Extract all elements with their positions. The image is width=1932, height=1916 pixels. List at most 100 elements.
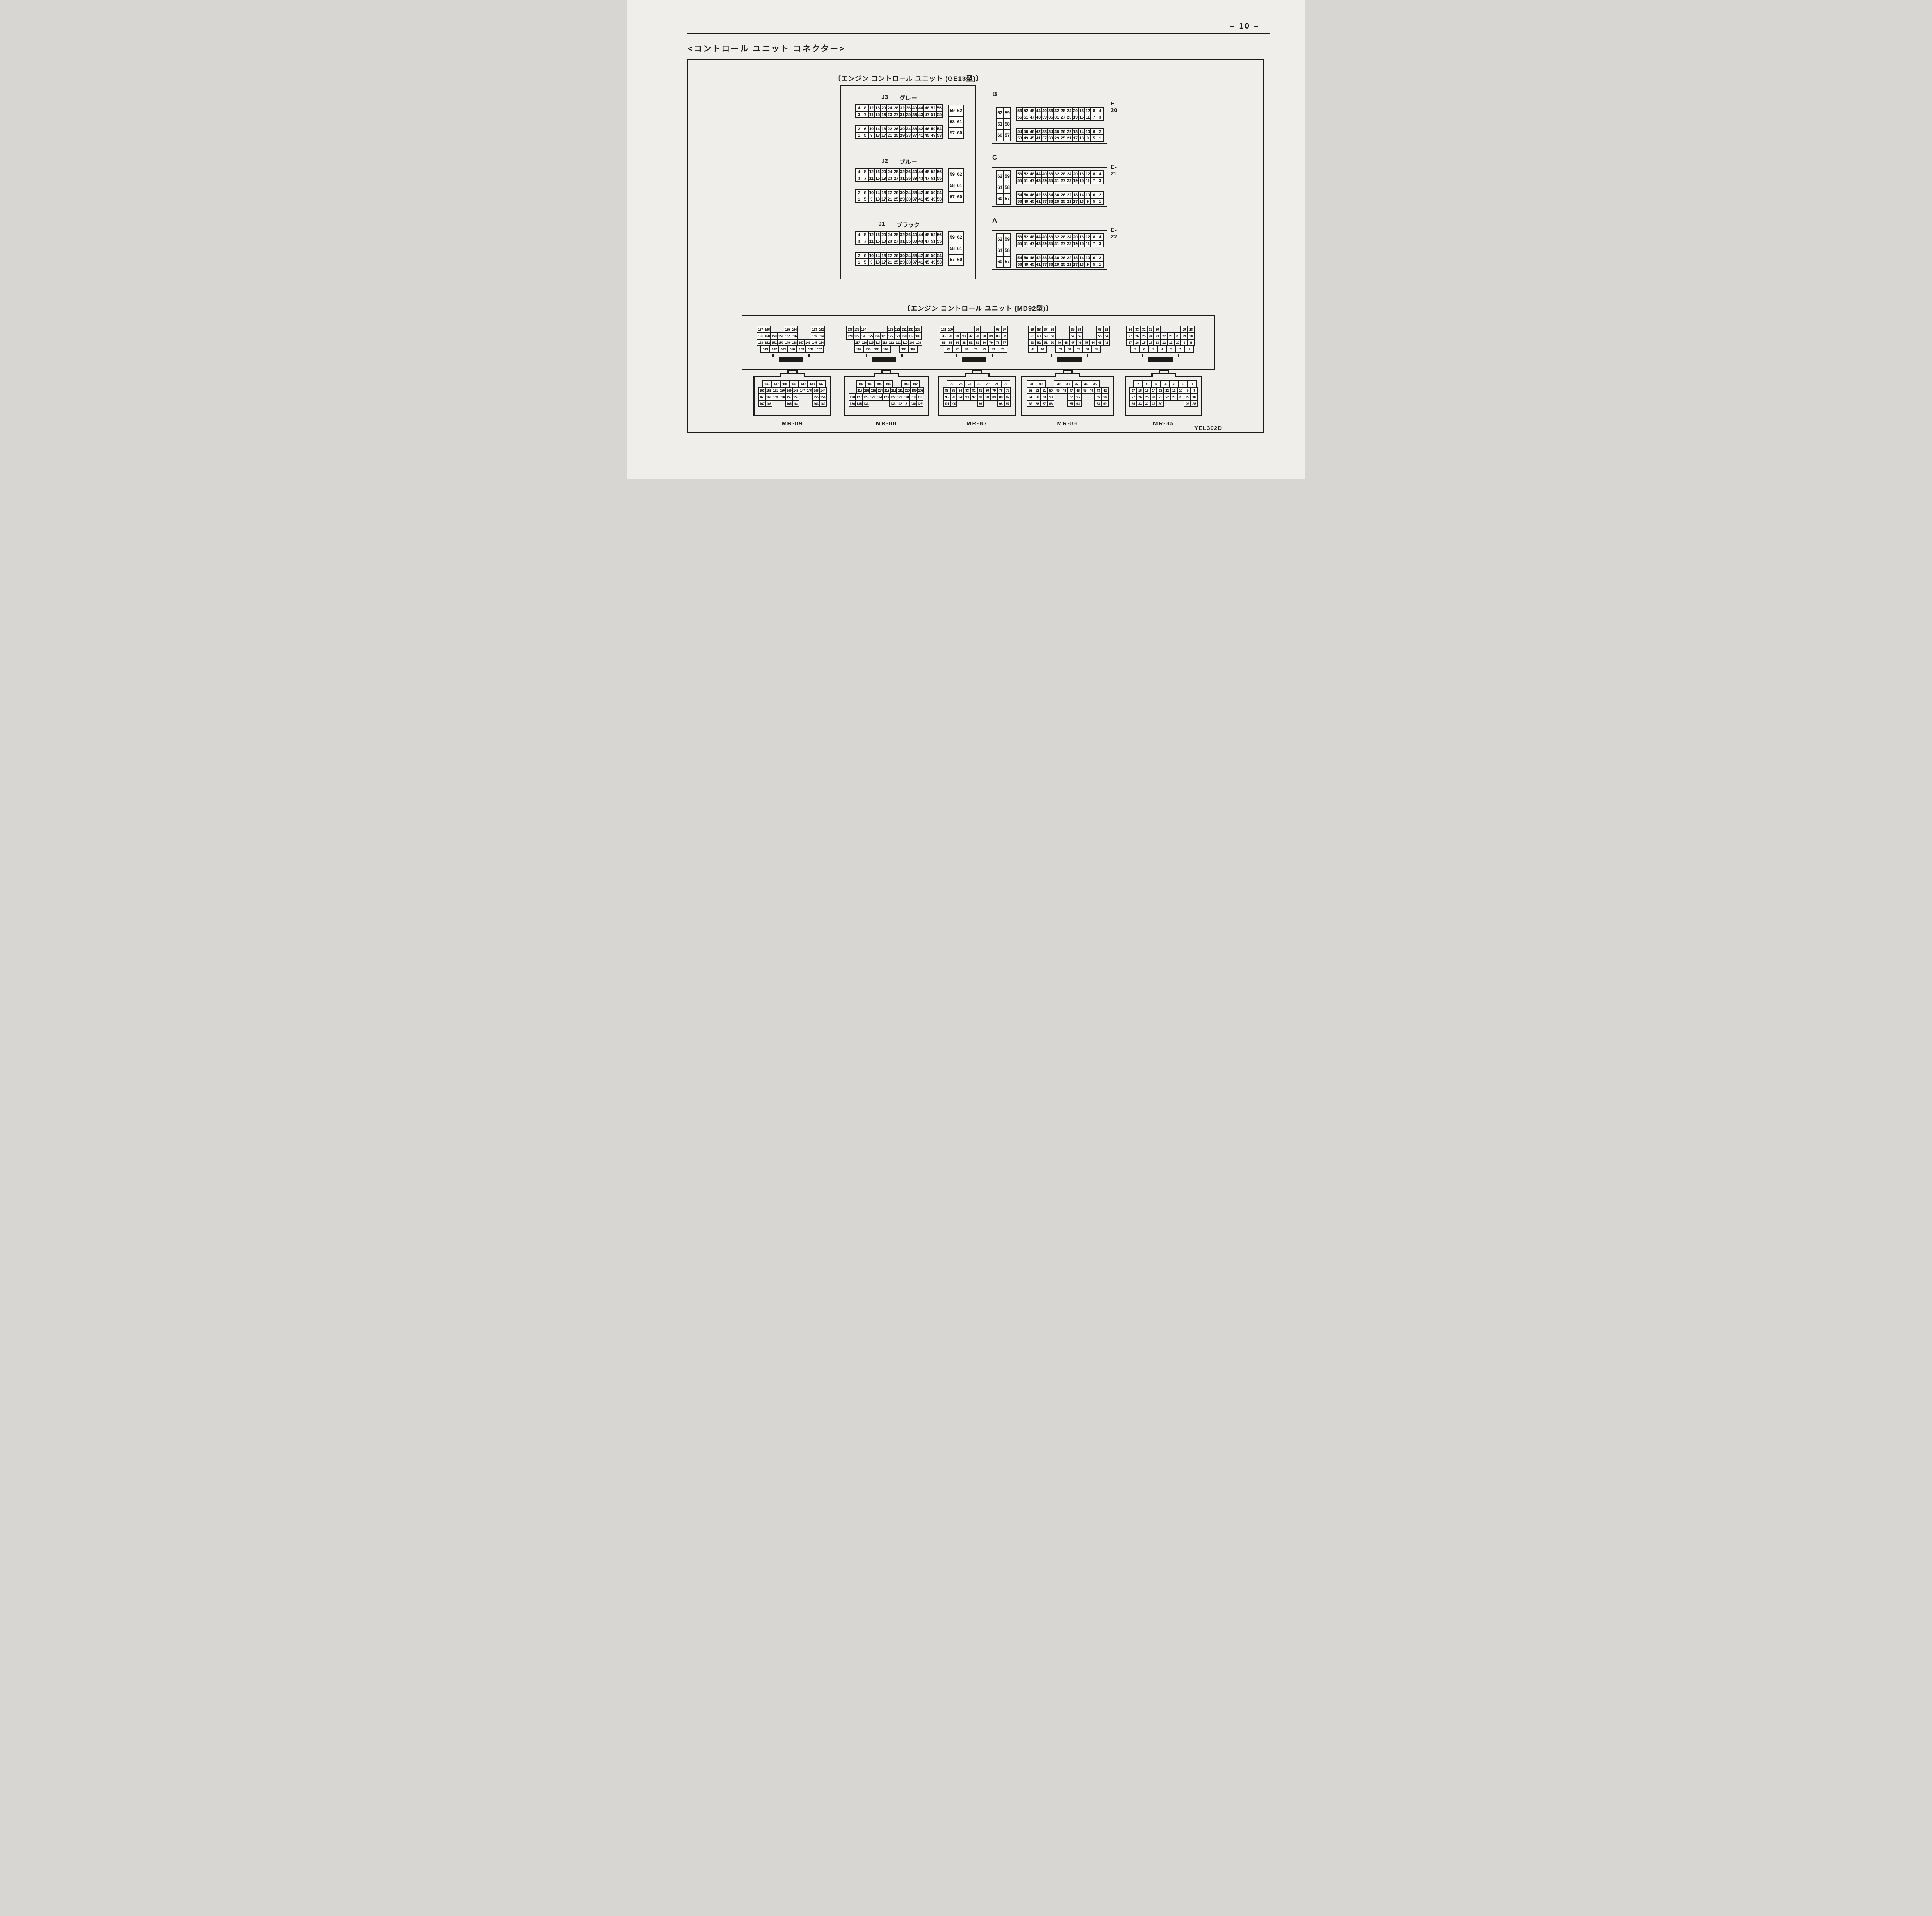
pin-cell: 58 (948, 243, 956, 255)
connector-color: ブラック (896, 222, 920, 228)
keying-tab (1051, 354, 1088, 362)
page-title: <コントロール ユニット コネクター> (688, 44, 845, 53)
pin-cell: 62 (956, 231, 964, 243)
pin-cell: 47 (1029, 240, 1036, 247)
pin-cell: 97 (1003, 400, 1011, 407)
pin-cell: 1 (1097, 134, 1104, 142)
pin-cell: 37 (1041, 198, 1048, 205)
pin-cell: 134 (862, 400, 870, 407)
pin-cell: 1 (855, 132, 862, 139)
pin-cell: 102 (908, 345, 918, 353)
pin-cell: 163 (812, 400, 820, 407)
pin-cell: 61 (956, 116, 964, 128)
pin-cell: 41 (917, 258, 924, 266)
pin-cell: 66 (1048, 326, 1056, 333)
ge13-section-label: 〔エンジン コントロール ユニット (GE13型)〕 (834, 75, 983, 82)
pin-cell: 57 (948, 127, 956, 139)
pin-cell: 55 (936, 111, 943, 118)
pin-cell: 100 (946, 326, 954, 333)
pin-cell: 7 (1130, 345, 1140, 353)
pin-cell: 70 (997, 345, 1008, 353)
pin-cell: 5 (862, 258, 869, 266)
pin-cell: 21 (886, 132, 893, 139)
pin-cell: 40 (1037, 345, 1047, 353)
connector-j3-label: J3 グレー (855, 94, 943, 102)
pin-cell: 144 (819, 387, 827, 394)
pin-cell: 29 (1053, 134, 1060, 142)
pin-cell: 13 (874, 196, 881, 203)
pin-cell: 35 (1047, 114, 1054, 121)
pin-cell: 49 (1022, 134, 1029, 142)
pin-cell: 137 (814, 345, 825, 353)
pin-cell: 45 (1029, 261, 1036, 268)
pin-cell: 3 (1097, 114, 1104, 121)
pin-cell: 47 (923, 111, 930, 118)
pin-cell: 60 (956, 191, 964, 203)
pin-cell: 55 (936, 175, 943, 182)
pin-cell: 29 (1053, 261, 1060, 268)
pin-cell: 41 (1028, 345, 1038, 353)
pin-cell: 53 (936, 132, 943, 139)
pin-cell: 71 (988, 345, 998, 353)
pin-cell: 2 (1175, 345, 1185, 353)
pin-cell: 106 (862, 345, 873, 353)
pin-cell: 138 (805, 345, 815, 353)
pin-cell: 2 (1097, 191, 1104, 199)
pin-cell: 59 (948, 231, 956, 243)
connector-mr89-label: MR-89 (781, 420, 803, 427)
keying-tab (780, 373, 805, 377)
pin-cell: 61 (956, 243, 964, 255)
pin-cell: 74 (961, 345, 971, 353)
pin-cell: 19 (1072, 240, 1079, 247)
connector-code: E-20 (1111, 100, 1118, 114)
pin-cell: 59 (948, 168, 956, 180)
pin-cell: 53 (936, 258, 943, 266)
connector-id: J2 (881, 158, 888, 164)
pin-cell: 49 (930, 258, 937, 266)
pin-cell: 1 (1184, 345, 1194, 353)
keying-tab (964, 373, 990, 377)
pin-cell: 105 (872, 345, 882, 353)
keying-tab (874, 373, 899, 377)
pin-cell: 7 (862, 175, 869, 182)
pin-cell: 15 (1078, 240, 1085, 247)
pin-cell: 8 (1187, 339, 1195, 346)
pin-cell: 103 (899, 345, 909, 353)
pin-cell: 72 (980, 345, 990, 353)
pin-cell: 73 (970, 345, 981, 353)
pin-cell: 33 (905, 196, 912, 203)
pin-cell: 61 (996, 118, 1004, 130)
keying-tab (1142, 354, 1179, 362)
connector-j1-label: J1 ブラック (855, 221, 943, 229)
pin-cell: 43 (1035, 240, 1042, 247)
keying-tab (955, 354, 993, 362)
pin-cell: 90 (983, 393, 991, 401)
pin-cell: 112 (888, 339, 895, 346)
pin-cell: 62 (956, 168, 964, 180)
pin-cell: 51 (1022, 114, 1029, 121)
